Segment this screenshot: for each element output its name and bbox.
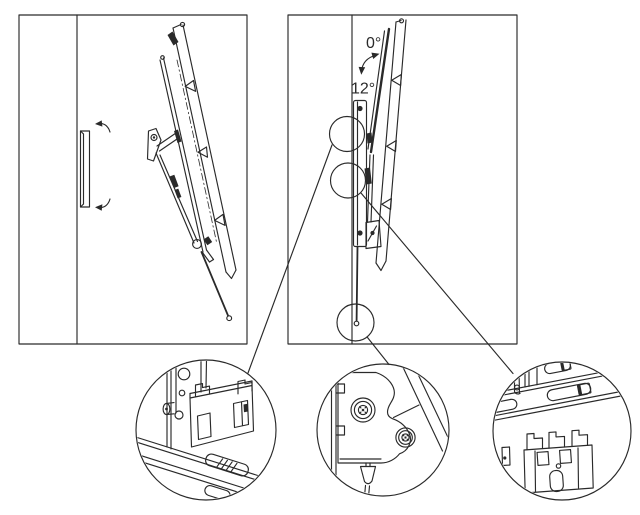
- lock-plate: [337, 371, 411, 464]
- angle-label-0: 0°: [366, 35, 381, 52]
- callout-circle-middle: [329, 162, 367, 199]
- locking-screw-2: [395, 427, 416, 448]
- beam-slot: [546, 382, 592, 402]
- edge-tab-2: [335, 425, 346, 436]
- top-hook-latch: [167, 31, 179, 46]
- hook-tab-2: [548, 431, 566, 449]
- plate-tab-3: [214, 213, 226, 226]
- angle-label-12: 12°: [351, 81, 375, 98]
- center-axis-line: [176, 59, 217, 243]
- wall-plate-side-view: [79, 130, 91, 208]
- plate-tab-2: [197, 146, 209, 158]
- pull-cord: [200, 251, 229, 317]
- edge-tab-1: [335, 383, 346, 394]
- plate-top-pin: [398, 18, 405, 24]
- left-step-panel: [18, 14, 248, 345]
- callout-circle-top: [328, 115, 366, 153]
- plate-tab-2: [386, 139, 397, 153]
- locking-screw-1: [350, 397, 376, 423]
- leader-line-middle: [366, 336, 390, 366]
- pull-knob: [359, 465, 377, 485]
- beam-slot: [205, 453, 249, 477]
- rotate-arrow-bottom-icon: [95, 198, 111, 211]
- pivot-arm: [146, 127, 162, 162]
- plate-tab-1: [184, 79, 197, 92]
- leader-line-left: [247, 144, 333, 374]
- panel-frame: [287, 14, 518, 345]
- mount-bolt-bottom: [357, 230, 363, 236]
- rail-hole: [177, 367, 191, 381]
- hook-tab-2: [237, 379, 253, 395]
- bracket-bottom-slot: [549, 469, 564, 493]
- upper-slot: [544, 363, 572, 375]
- plate-tab-3: [381, 197, 392, 211]
- lower-pivot: [192, 239, 202, 249]
- beam-slot-left: [494, 398, 518, 414]
- pull-cord-end: [353, 320, 360, 327]
- hook-latch-upper: [366, 132, 373, 144]
- hook-tab-3: [571, 429, 589, 448]
- hook-tab-1: [194, 383, 211, 398]
- right-step-panel: 0° 12°: [287, 14, 518, 345]
- plate-top-pin: [179, 21, 186, 28]
- bracket-hole: [555, 463, 562, 469]
- detail-circle-outline: [316, 363, 450, 497]
- pull-cord: [353, 246, 360, 327]
- bracket-left-tab: [501, 446, 511, 467]
- panel-frame: [18, 14, 248, 345]
- detail-circle-locking-screws: [316, 363, 450, 497]
- leader-line-right: [360, 192, 514, 375]
- mount-bolt-top: [357, 105, 363, 112]
- rail-hole-small: [178, 389, 186, 397]
- detail-circle-hook-plate: [492, 361, 632, 501]
- pull-cord-end: [226, 315, 233, 322]
- plate-cutout-left: [196, 412, 212, 441]
- detail-circle-outline: [492, 361, 632, 501]
- hook-plate: [189, 384, 255, 448]
- tilted-bracket-side-view: [146, 21, 237, 322]
- hook-tab-1: [526, 432, 544, 451]
- plate-tab-1: [391, 73, 402, 87]
- detail-circle-latch-hook: [135, 359, 277, 501]
- detail-circle-outline: [135, 359, 277, 501]
- tilt-hinge-rail: [364, 27, 391, 250]
- hook-latch-lower: [364, 167, 372, 185]
- lower-bracket: [365, 219, 382, 250]
- plate-cutout-right: [232, 399, 250, 429]
- tilt-range-arrow-icon: [358, 52, 380, 75]
- hook-bracket-face: [523, 444, 594, 494]
- rotate-arrow-top-icon: [95, 120, 111, 133]
- latch-catch: [513, 369, 521, 395]
- callout-circle-bottom: [336, 303, 375, 342]
